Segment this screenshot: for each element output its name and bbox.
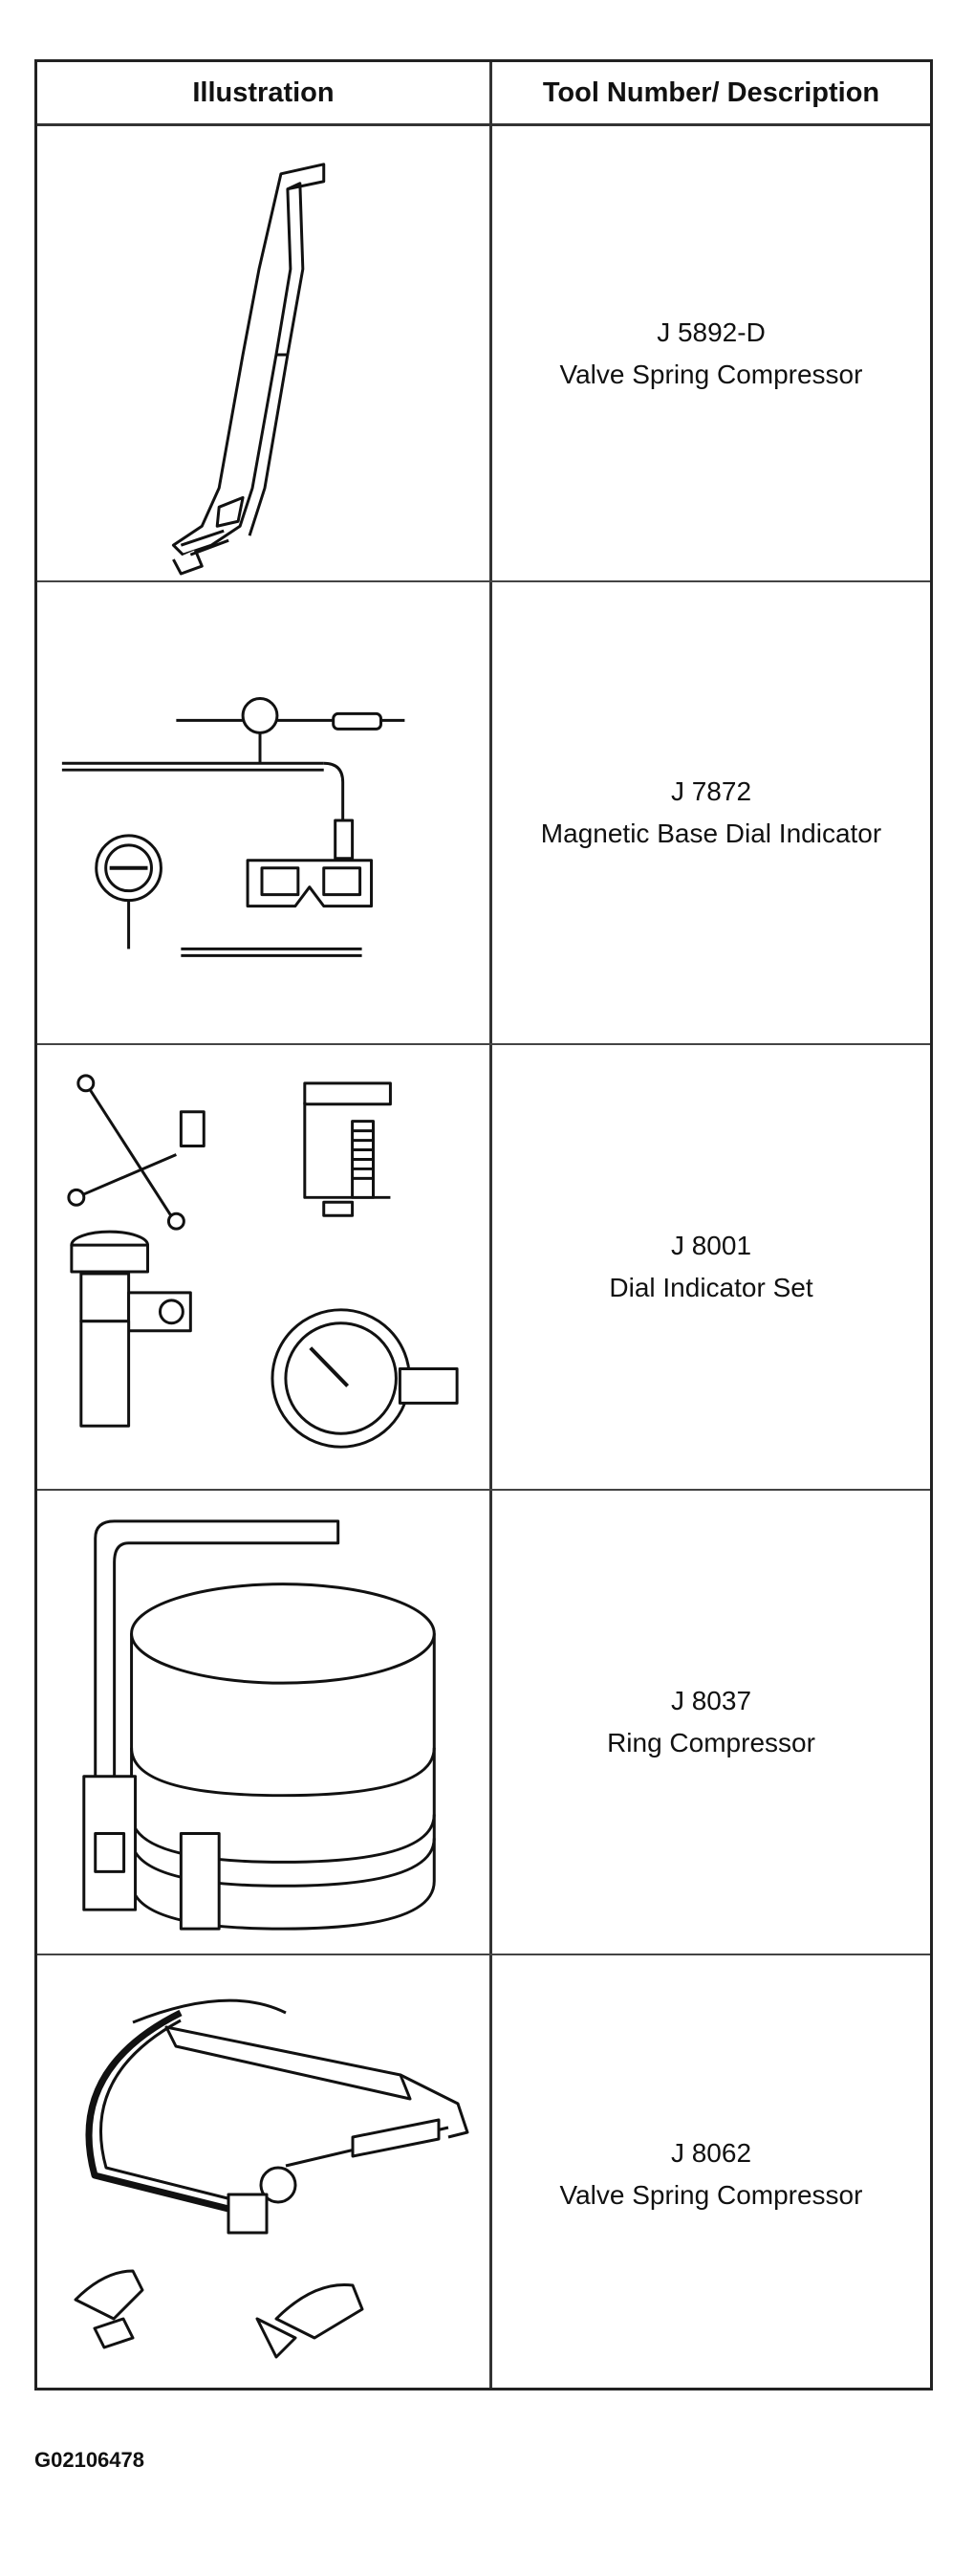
tool-number: J 8062	[670, 2138, 752, 2168]
tool-name: Dial Indicator Set	[609, 1273, 813, 1302]
tool-name: Ring Compressor	[607, 1728, 815, 1757]
tool-description: J 8037 Ring Compressor	[492, 1491, 930, 1954]
magnetic-base-dial-indicator-icon	[37, 582, 489, 1043]
tool-description: J 8001 Dial Indicator Set	[492, 1045, 930, 1489]
tool-number: J 7872	[670, 776, 752, 806]
tool-description: J 7872 Magnetic Base Dial Indicator	[492, 582, 930, 1043]
tool-name: Valve Spring Compressor	[559, 2180, 863, 2210]
tool-name: Valve Spring Compressor	[559, 359, 863, 389]
valve-spring-compressor-icon	[37, 126, 489, 580]
tool-number: J 5892-D	[657, 317, 766, 347]
table-row: J 7872 Magnetic Base Dial Indicator	[37, 582, 930, 1045]
dial-indicator-set-icon	[37, 1045, 489, 1489]
tool-number: J 8001	[670, 1231, 752, 1260]
tool-name: Magnetic Base Dial Indicator	[540, 819, 882, 848]
tool-description: J 8062 Valve Spring Compressor	[492, 1955, 930, 2393]
tool-description: J 5892-D Valve Spring Compressor	[492, 126, 930, 580]
table-row: J 5892-D Valve Spring Compressor	[37, 126, 930, 582]
header-illustration: Illustration	[192, 76, 335, 108]
header-tool-description: Tool Number/ Description	[542, 76, 880, 108]
table-row: J 8062 Valve Spring Compressor	[37, 1955, 930, 2393]
table-header: Illustration Tool Number/ Description	[37, 62, 930, 126]
valve-spring-compressor-c-clamp-icon	[37, 1955, 489, 2393]
table-row: J 8037 Ring Compressor	[37, 1491, 930, 1955]
tool-table: Illustration Tool Number/ Description J …	[34, 59, 933, 2390]
ring-compressor-icon	[37, 1491, 489, 1954]
tool-number: J 8037	[670, 1686, 752, 1715]
table-row: J 8001 Dial Indicator Set	[37, 1045, 930, 1491]
figure-id: G02106478	[34, 2448, 144, 2472]
column-divider	[489, 62, 492, 2388]
